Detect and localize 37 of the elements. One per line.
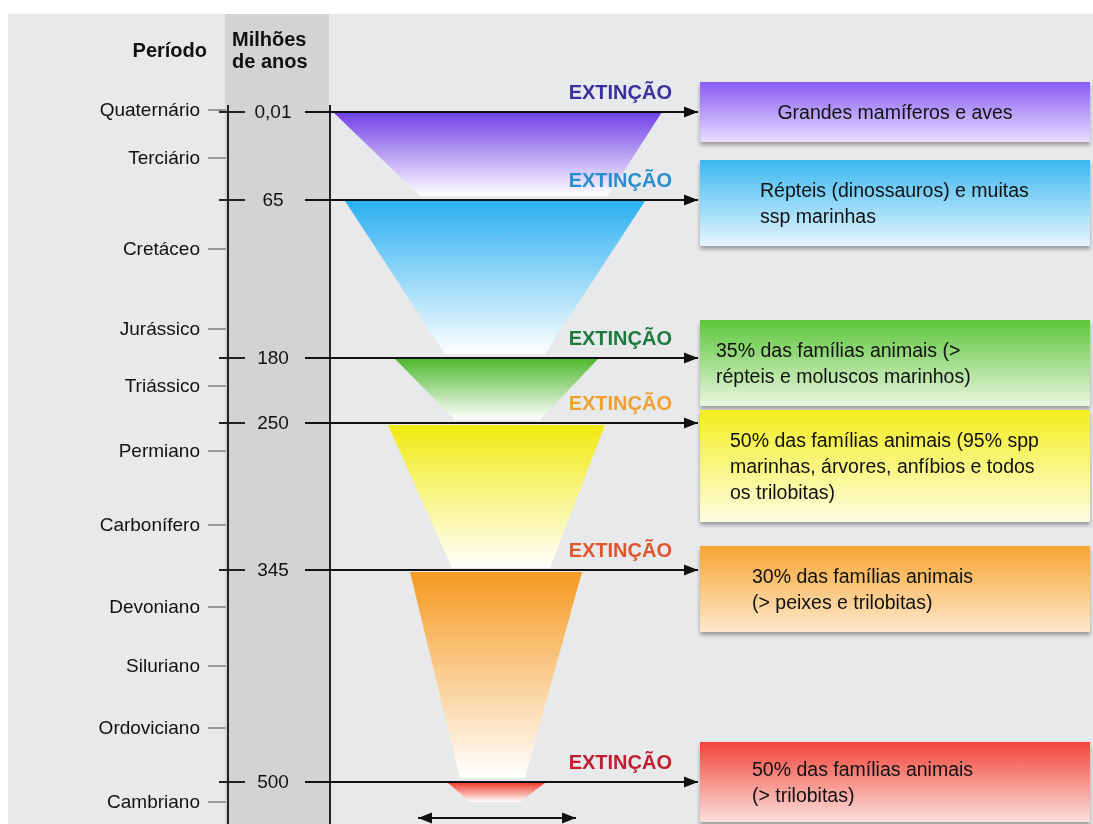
edge-label: EXTINÇÃO xyxy=(568,169,672,191)
period-label: Jurássico xyxy=(119,318,200,340)
age-value: 500 xyxy=(245,770,301,794)
edge-label: EXTINÇÃO xyxy=(568,751,672,773)
period-label: Cretáceo xyxy=(122,238,200,260)
extinction-box: Répteis (dinossauros) e muitas ssp marinhas xyxy=(700,160,1090,246)
period-label: Ordoviciano xyxy=(98,717,200,739)
edge-label: EXTINÇÃO xyxy=(568,81,672,103)
period-label: Cambriano xyxy=(107,791,200,813)
arrow xyxy=(304,194,699,206)
arrow xyxy=(304,564,699,576)
column-header: Período xyxy=(131,39,207,61)
extinction-box: Grandes mamíferos e aves xyxy=(700,82,1090,142)
arrow xyxy=(304,106,699,118)
arrow xyxy=(304,352,699,364)
arrow xyxy=(304,417,699,429)
period-label: Carbonífero xyxy=(99,514,200,536)
column-header: Milhões de anos xyxy=(232,28,309,72)
extinction-box: 50% das famílias animais (> trilobitas) xyxy=(700,742,1090,822)
edge-label: EXTINÇÃO xyxy=(568,327,672,349)
period-label: Triássico xyxy=(124,375,200,397)
age-value: 250 xyxy=(245,411,301,435)
edge-label: EXTINÇÃO xyxy=(568,392,672,414)
period-label: Siluriano xyxy=(126,655,200,677)
period-label: Permiano xyxy=(118,440,200,462)
period-label: Devoniano xyxy=(109,596,200,618)
edge-label: EXTINÇÃO xyxy=(568,539,672,561)
age-value: 65 xyxy=(245,188,301,212)
arrow xyxy=(304,776,699,788)
age-value: 0,01 xyxy=(245,100,301,124)
extinction-box: 30% das famílias animais (> peixes e trilobitas) xyxy=(700,546,1090,632)
age-value: 180 xyxy=(245,346,301,370)
extinction-box: 50% das famílias animais (95% spp marinhas, árvores, anfíbios e todos os trilobitas) xyxy=(700,410,1090,522)
age-value: 345 xyxy=(245,558,301,582)
period-label: Terciário xyxy=(128,147,200,169)
period-label: Quaternário xyxy=(99,99,200,121)
extinction-box: 35% das famílias animais (> répteis e moluscos marinhos) xyxy=(700,320,1090,406)
